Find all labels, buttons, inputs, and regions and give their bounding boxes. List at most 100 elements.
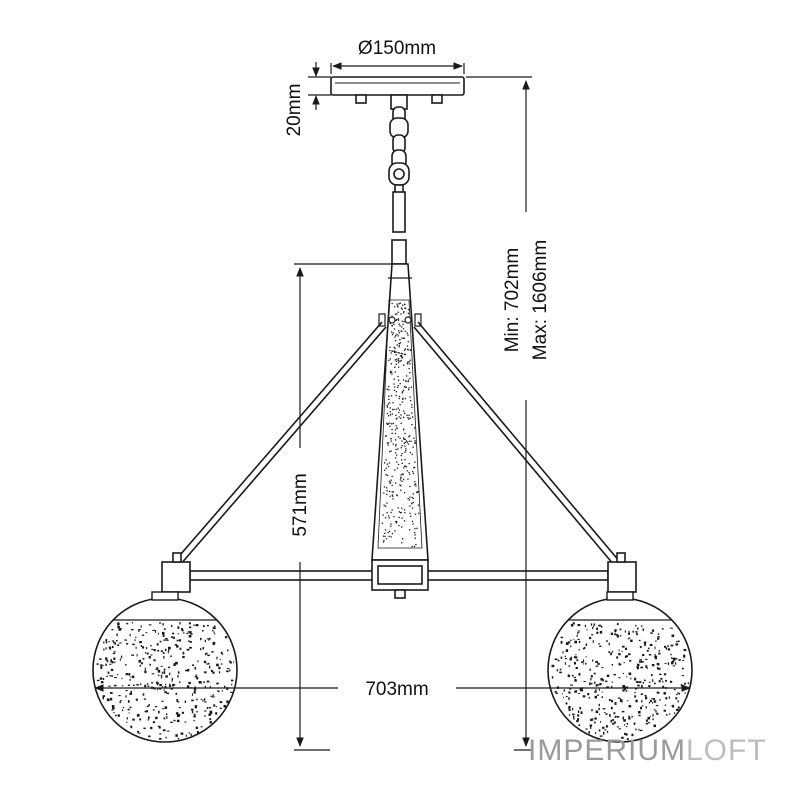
texture-speck: [157, 649, 160, 652]
texture-speck: [395, 334, 397, 337]
texture-speck: [599, 630, 603, 634]
texture-speck: [613, 673, 616, 676]
texture-speck: [395, 408, 398, 410]
texture-speck: [573, 639, 575, 641]
texture-speck: [393, 323, 395, 325]
texture-speck: [105, 663, 107, 666]
texture-speck: [119, 700, 121, 704]
texture-speck: [99, 677, 103, 680]
texture-speck: [407, 334, 409, 336]
texture-speck: [599, 735, 603, 737]
texture-speck: [638, 711, 640, 714]
texture-speck: [669, 713, 671, 715]
texture-speck: [108, 646, 112, 649]
texture-speck: [409, 529, 411, 531]
texture-speck: [233, 661, 235, 663]
texture-speck: [588, 731, 590, 734]
texture-speck: [171, 677, 173, 681]
texture-speck: [209, 714, 211, 716]
texture-speck: [395, 360, 398, 362]
texture-speck: [394, 530, 396, 532]
texture-speck: [644, 679, 646, 682]
texture-speck: [383, 539, 385, 542]
texture-speck: [565, 696, 568, 698]
texture-speck: [393, 516, 395, 518]
texture-speck: [628, 715, 630, 718]
texture-speck: [610, 706, 613, 710]
texture-speck: [398, 323, 400, 325]
texture-speck: [397, 362, 400, 364]
texture-speck: [671, 657, 673, 659]
texture-speck: [197, 660, 199, 663]
texture-speck: [157, 669, 161, 673]
texture-speck: [395, 351, 397, 353]
texture-speck: [652, 713, 654, 717]
texture-speck: [595, 732, 597, 734]
texture-speck: [220, 663, 223, 665]
texture-speck: [387, 403, 389, 405]
texture-speck: [589, 636, 592, 640]
texture-speck: [400, 474, 402, 476]
texture-speck: [578, 630, 580, 633]
texture-speck: [585, 643, 587, 646]
texture-speck: [395, 439, 397, 441]
texture-speck: [635, 699, 638, 703]
texture-speck: [667, 662, 670, 665]
texture-speck: [229, 660, 231, 663]
texture-speck: [650, 715, 652, 717]
texture-speck: [159, 622, 162, 624]
texture-speck: [611, 723, 615, 725]
texture-speck: [154, 630, 157, 633]
texture-speck: [165, 638, 168, 640]
texture-speck: [403, 311, 405, 313]
texture-speck: [631, 733, 634, 737]
texture-speck: [618, 662, 621, 665]
texture-speck: [148, 624, 152, 626]
texture-speck: [144, 670, 147, 674]
texture-speck: [402, 473, 404, 476]
texture-speck: [114, 661, 116, 664]
texture-speck: [568, 697, 570, 700]
texture-speck: [101, 681, 104, 684]
texture-speck: [625, 655, 628, 658]
texture-speck: [609, 714, 611, 717]
texture-speck: [139, 718, 142, 721]
texture-speck: [655, 657, 657, 660]
texture-speck: [592, 718, 594, 721]
texture-speck: [111, 629, 114, 631]
texture-speck: [401, 440, 403, 442]
texture-speck: [409, 363, 411, 365]
texture-speck: [396, 303, 398, 305]
texture-speck: [639, 659, 642, 661]
texture-speck: [191, 699, 194, 702]
texture-speck: [610, 652, 613, 656]
texture-speck: [395, 457, 397, 459]
texture-speck: [574, 678, 577, 681]
texture-speck: [111, 661, 114, 664]
texture-speck: [551, 664, 555, 668]
texture-speck: [604, 729, 607, 731]
texture-speck: [603, 731, 605, 735]
texture-speck: [404, 397, 406, 400]
texture-speck: [125, 695, 127, 698]
texture-speck: [403, 442, 405, 444]
texture-speck: [598, 707, 600, 711]
texture-speck: [212, 641, 216, 645]
texture-speck: [681, 675, 684, 677]
texture-speck: [640, 706, 642, 710]
texture-speck: [387, 423, 389, 425]
texture-speck: [160, 665, 163, 667]
texture-speck: [570, 684, 573, 686]
texture-speck: [651, 629, 655, 632]
texture-speck: [165, 675, 168, 678]
texture-speck: [409, 451, 411, 454]
texture-speck: [386, 442, 389, 444]
texture-speck: [401, 391, 404, 393]
texture-speck: [141, 662, 143, 665]
texture-speck: [637, 627, 639, 630]
texture-speck: [189, 631, 192, 634]
texture-speck: [569, 658, 572, 661]
texture-speck: [153, 649, 156, 652]
texture-speck: [215, 706, 218, 708]
texture-speck: [653, 724, 656, 728]
